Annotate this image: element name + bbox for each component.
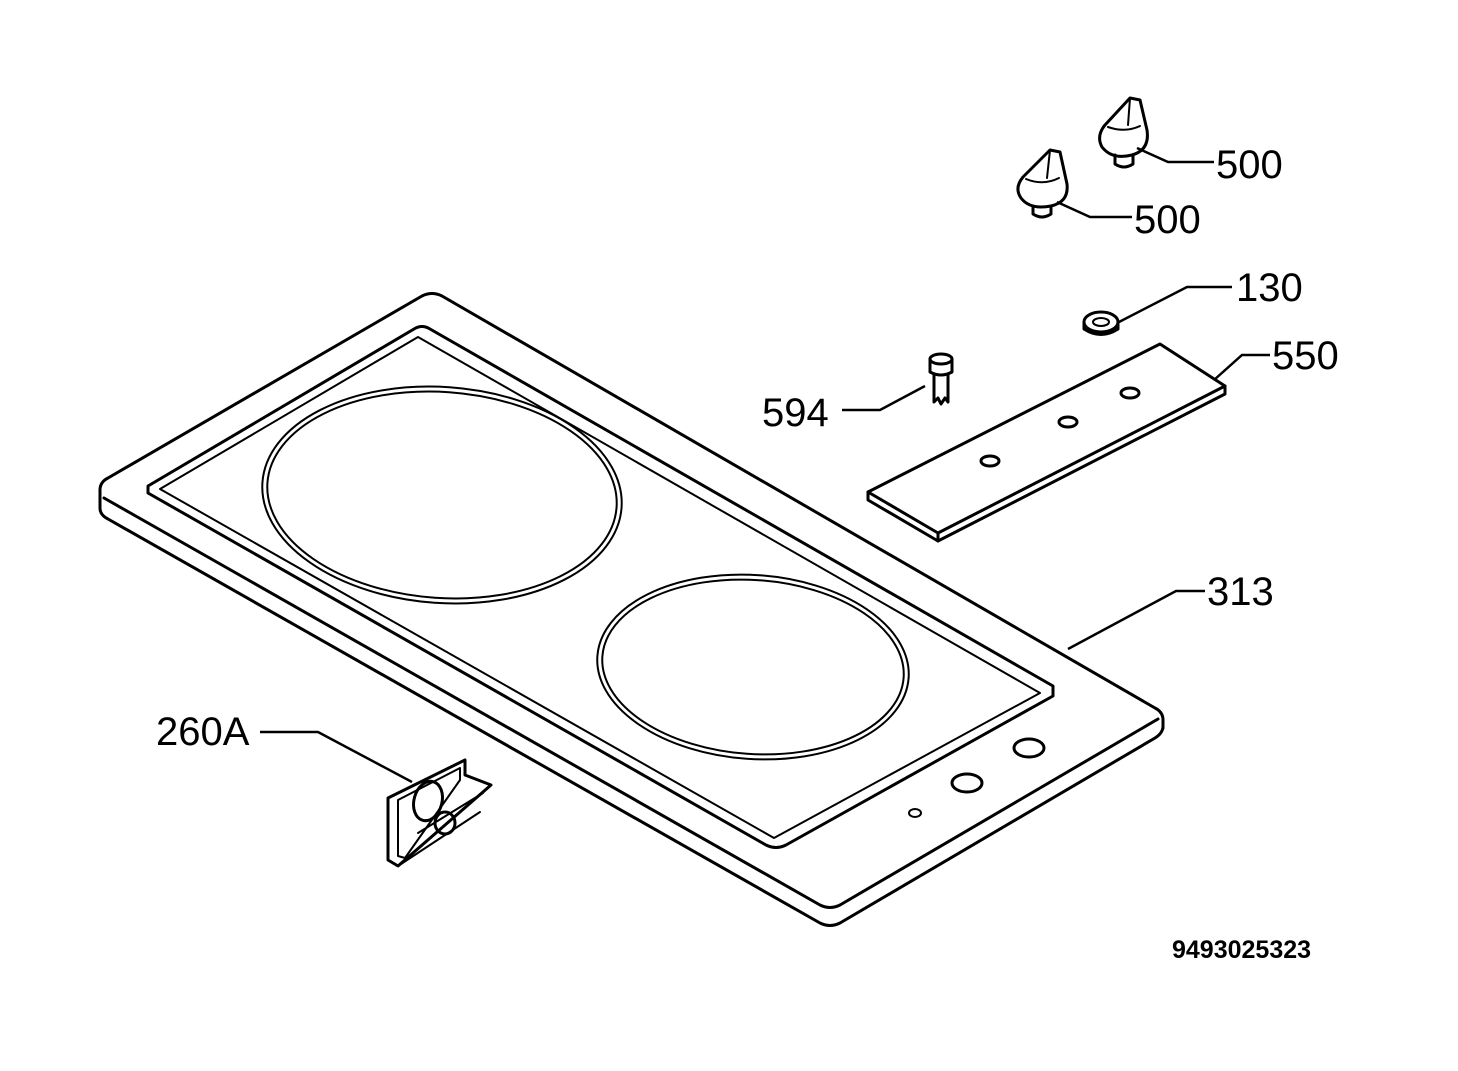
control-bracket [866, 342, 1227, 543]
label-knob-upper: 500 [1216, 143, 1283, 187]
label-pin: 594 [762, 391, 829, 435]
label-spacer: 130 [1236, 266, 1303, 310]
label-bracket: 550 [1272, 334, 1339, 378]
control-knob-upper [1098, 96, 1149, 169]
leader-lines [260, 146, 1270, 784]
label-hob-top: 313 [1207, 570, 1274, 614]
hob-top-panel [98, 292, 1165, 927]
control-holes [908, 737, 1046, 818]
label-knob-lower: 500 [1134, 198, 1201, 242]
document-number: 9493025323 [1172, 936, 1311, 964]
control-switch [386, 758, 493, 868]
control-knob-lower [1016, 148, 1069, 219]
cooking-zone-large [261, 385, 623, 605]
fixing-pin [928, 352, 954, 406]
label-switch: 260A [156, 710, 250, 754]
spacer-ring [1082, 310, 1120, 336]
cooking-zone-small [596, 573, 910, 761]
